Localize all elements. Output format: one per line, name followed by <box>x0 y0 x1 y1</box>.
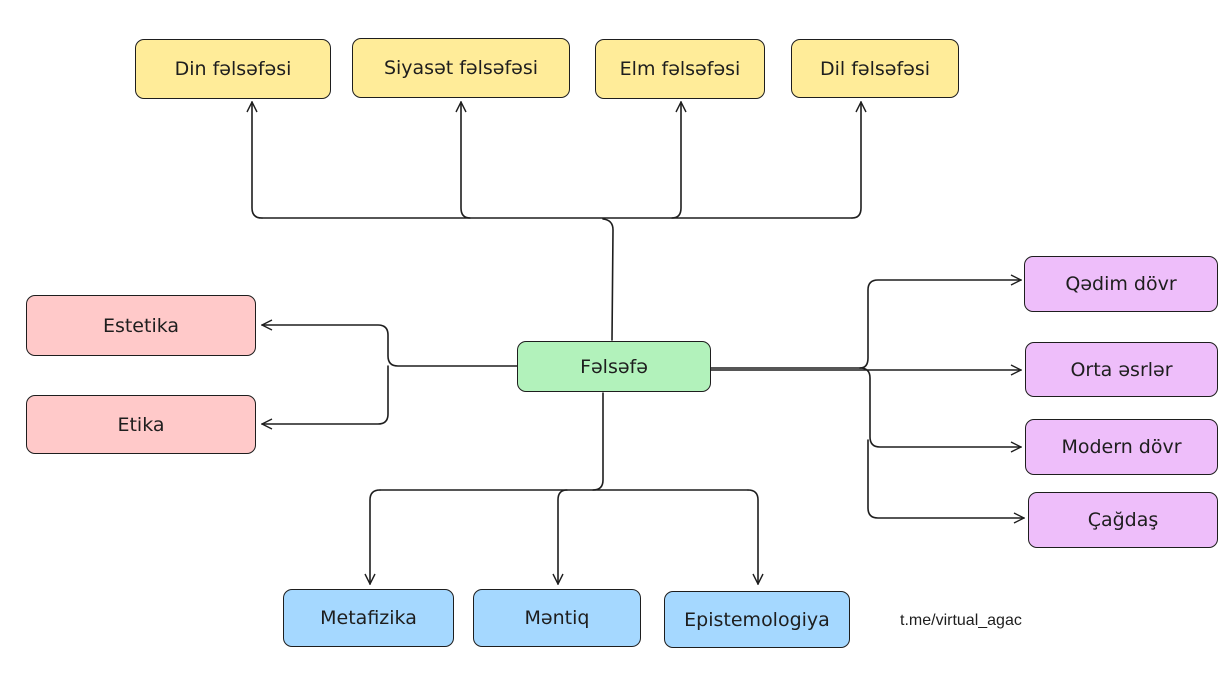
node-orta-esrler: Orta əsrlər <box>1025 342 1218 397</box>
left-stem <box>262 325 518 367</box>
edge-mentiq <box>558 489 568 584</box>
node-metafizika: Metafizika <box>283 589 454 647</box>
edge-cagdas <box>867 439 1024 518</box>
edge-elm <box>671 102 681 219</box>
trunk-down <box>592 392 604 491</box>
node-etika: Etika <box>26 395 256 454</box>
node-label: Metafizika <box>320 607 417 629</box>
node-label: Məntiq <box>524 607 590 629</box>
node-cagdas: Çağdaş <box>1028 492 1218 548</box>
node-label: Qədim dövr <box>1065 273 1177 295</box>
node-label: Orta əsrlər <box>1070 358 1173 381</box>
node-label: Din fəlsəfəsi <box>174 58 292 80</box>
node-epistemologiya: Epistemologiya <box>664 591 850 648</box>
edge-siyaset <box>461 102 471 219</box>
node-estetika: Estetika <box>26 295 256 356</box>
edge-dil <box>851 102 861 219</box>
edge-epistemologiya <box>747 489 758 584</box>
node-modern-dovr: Modern dövr <box>1025 419 1218 475</box>
node-mentiq: Məntiq <box>473 589 641 647</box>
node-siyaset-felsefesi: Siyasət fəlsəfəsi <box>352 38 570 98</box>
node-label: Elm fəlsəfəsi <box>619 58 741 80</box>
edge-etika <box>262 365 389 424</box>
node-label: Estetika <box>102 314 180 337</box>
node-elm-felsefesi: Elm fəlsəfəsi <box>595 39 765 99</box>
node-qedim-dovr: Qədim dövr <box>1024 256 1218 312</box>
node-label: Dil fəlsəfəsi <box>819 57 931 80</box>
node-label: Siyasət fəlsəfəsi <box>383 57 539 79</box>
edge-qedim <box>859 280 1021 369</box>
edge-metafizika <box>370 489 381 584</box>
node-din-felsefesi: Din fəlsəfəsi <box>135 39 331 99</box>
node-label: Epistemologiya <box>684 608 830 631</box>
watermark-text: t.me/virtual_agac <box>900 612 1022 629</box>
node-label: Etika <box>117 413 165 436</box>
node-dil-felsefesi: Dil fəlsəfəsi <box>791 39 959 98</box>
node-label: Modern dövr <box>1061 436 1182 458</box>
edge-din <box>252 102 263 219</box>
trunk-up <box>602 218 614 341</box>
edge-modern <box>859 367 1021 447</box>
root-label: Fəlsəfə <box>580 355 648 378</box>
node-label: Çağdaş <box>1087 509 1159 531</box>
root-node: Fəlsəfə <box>517 341 711 392</box>
